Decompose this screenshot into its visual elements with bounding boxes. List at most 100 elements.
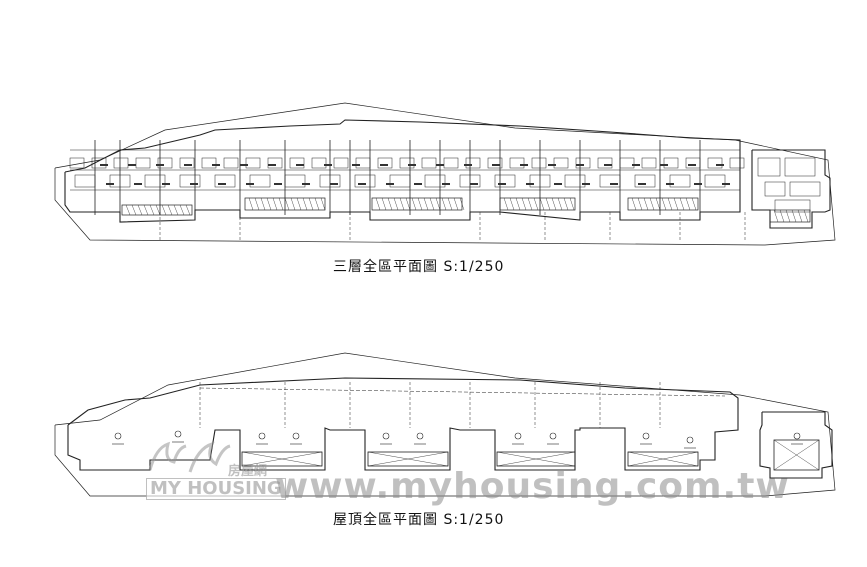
room-label-mark	[212, 164, 220, 166]
balcony-hatch	[131, 204, 137, 216]
balcony-hatch	[167, 204, 173, 216]
room-labels-third-floor	[100, 164, 730, 185]
room-box	[223, 157, 239, 169]
roof-drain	[514, 432, 522, 440]
balcony-hatch	[185, 204, 191, 216]
site-boundary-roof	[54, 352, 836, 497]
balcony-hatch	[155, 204, 161, 216]
room-label-mark	[162, 183, 170, 185]
roof-drain	[549, 432, 557, 440]
room-box	[267, 157, 283, 169]
room-label-mark	[722, 183, 730, 185]
room-label-mark	[414, 183, 422, 185]
balcony-hatch	[435, 197, 441, 211]
room-label-mark	[302, 183, 310, 185]
balcony-hatch	[125, 204, 131, 216]
balcony-hatch	[290, 197, 296, 211]
balcony-hatch	[797, 209, 803, 223]
room-box	[764, 181, 786, 197]
room-label-mark	[184, 164, 192, 166]
room-label-mark	[274, 183, 282, 185]
room-box	[157, 157, 173, 169]
room-box	[249, 174, 271, 188]
balcony-hatch	[655, 197, 661, 211]
roof-outline	[67, 377, 739, 471]
room-label-mark	[610, 183, 618, 185]
room-box	[619, 157, 635, 169]
roof-drain	[416, 432, 424, 440]
room-label-mark	[498, 183, 506, 185]
balcony	[499, 197, 576, 211]
balcony-hatch	[679, 197, 685, 211]
parapet-diagonal	[627, 451, 699, 467]
room-box	[135, 157, 151, 169]
balcony-hatch	[533, 197, 539, 211]
room-box	[69, 157, 85, 169]
room-label-mark	[520, 164, 528, 166]
watermark-brand: MY HOUSING	[146, 478, 286, 500]
parapet	[496, 451, 576, 467]
parapet	[627, 451, 699, 467]
room-label-mark	[470, 183, 478, 185]
room-label-mark	[694, 183, 702, 185]
east-wing-roof-outline	[759, 411, 833, 479]
room-box	[201, 157, 217, 169]
balcony	[121, 204, 193, 216]
room-label-mark	[324, 164, 332, 166]
balcony-hatch	[161, 204, 167, 216]
room-box	[599, 174, 621, 188]
balcony-hatch	[779, 209, 785, 223]
room-box	[389, 174, 411, 188]
roof-drain	[382, 432, 390, 440]
balcony-hatch	[399, 197, 405, 211]
room-label-mark	[666, 183, 674, 185]
room-box	[704, 174, 726, 188]
room-label-mark	[604, 164, 612, 166]
parapet	[241, 451, 323, 467]
room-label-mark	[330, 183, 338, 185]
room-box	[245, 157, 261, 169]
balcony-hatch	[284, 197, 290, 211]
room-box	[333, 157, 349, 169]
room-label-mark	[442, 183, 450, 185]
room-box	[663, 157, 679, 169]
room-box	[487, 157, 503, 169]
balcony-hatch	[248, 197, 254, 211]
balcony-hatch	[179, 204, 185, 216]
watermark-brand-chinese: 房屋網	[228, 464, 268, 479]
balcony-hatch	[308, 197, 314, 211]
room-label-mark	[688, 164, 696, 166]
room-box	[784, 157, 816, 177]
balcony-hatch	[149, 204, 155, 216]
balcony-hatch	[302, 197, 308, 211]
balcony-hatch	[266, 197, 272, 211]
balcony-hatch	[557, 197, 563, 211]
balcony-hatch	[417, 197, 423, 211]
room-label-mark	[386, 183, 394, 185]
balcony-hatch	[791, 209, 797, 223]
room-label-mark	[576, 164, 584, 166]
roof-gridline	[199, 387, 726, 397]
roof-drain-marks	[112, 430, 803, 449]
watermark-url: www.myhousing.com.tw	[275, 466, 790, 507]
balcony-hatch	[503, 197, 509, 211]
third-floor-plan	[54, 102, 836, 246]
balcony-hatch	[296, 197, 302, 211]
east-wing-outline-third-floor	[751, 149, 831, 229]
roof-drain	[642, 432, 650, 440]
parapet-diagonal	[241, 451, 323, 467]
room-label-mark	[218, 183, 226, 185]
room-box	[707, 157, 723, 169]
balcony-hatch	[453, 197, 459, 211]
room-box	[319, 174, 341, 188]
balcony-hatch	[673, 197, 679, 211]
parapet-diagonal	[367, 451, 449, 467]
site-boundary-third-floor	[54, 102, 836, 246]
balcony-hatch	[637, 197, 643, 211]
room-label-mark	[582, 183, 590, 185]
building-outline-third-floor	[64, 119, 741, 223]
roof-drain	[686, 436, 694, 444]
parapet	[773, 439, 820, 471]
room-box	[421, 157, 437, 169]
balcony-hatch	[411, 197, 417, 211]
